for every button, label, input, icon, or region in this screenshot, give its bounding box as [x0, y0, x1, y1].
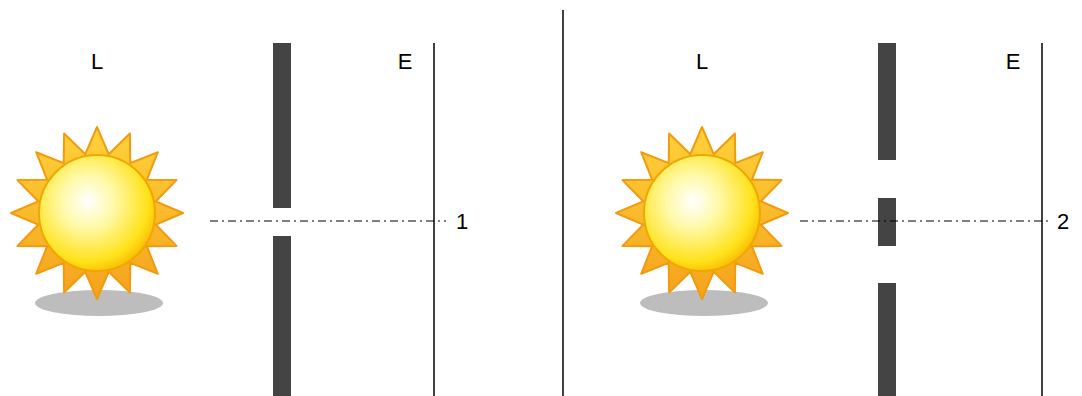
barrier: [878, 283, 896, 396]
source-label: L: [91, 51, 103, 73]
axis-line: [800, 221, 1052, 222]
screen-label: E: [398, 51, 413, 73]
screen: [433, 43, 435, 396]
barrier: [273, 236, 291, 396]
barrier: [878, 198, 896, 246]
light-source: [11, 127, 183, 316]
callout-number: 1: [456, 211, 468, 233]
barrier: [878, 43, 896, 160]
screen: [1041, 43, 1043, 396]
axis-line: [210, 221, 446, 222]
divider: [562, 10, 564, 396]
callout-number: 2: [1057, 211, 1069, 233]
source-label: L: [696, 51, 708, 73]
screen-label: E: [1006, 51, 1021, 73]
barrier: [273, 43, 291, 208]
light-source: [616, 127, 788, 316]
